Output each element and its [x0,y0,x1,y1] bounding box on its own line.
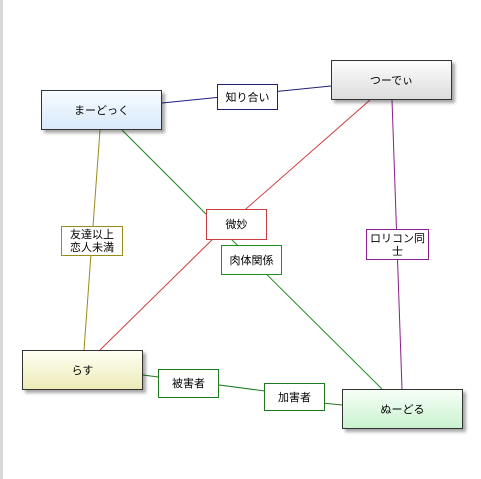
edge-label-friends[interactable]: 友達以上 恋人未満 [61,226,123,256]
edge-subtle-line-a [221,99,371,231]
edge-physical-line-a [121,129,223,231]
node-rasu[interactable]: らす [22,350,143,390]
edge-label-subtle[interactable]: 微妙 [206,209,267,240]
edge-label-lolicon[interactable]: ロリコン同士 [366,229,429,260]
edge-label-acquaintance[interactable]: 知り合い [217,84,278,110]
left-border [0,0,3,479]
edge-label-physical[interactable]: 肉体関係 [221,245,282,275]
edge-label-perpetrator[interactable]: 加害者 [264,383,325,411]
edge-label-victim[interactable]: 被害者 [158,369,219,398]
node-nudo[interactable]: ぬーどる [342,389,463,429]
node-tsude[interactable]: つーでぃ [331,60,452,100]
node-madok[interactable]: まーどっく [41,90,162,130]
edge-subtle-line-b [99,229,223,351]
